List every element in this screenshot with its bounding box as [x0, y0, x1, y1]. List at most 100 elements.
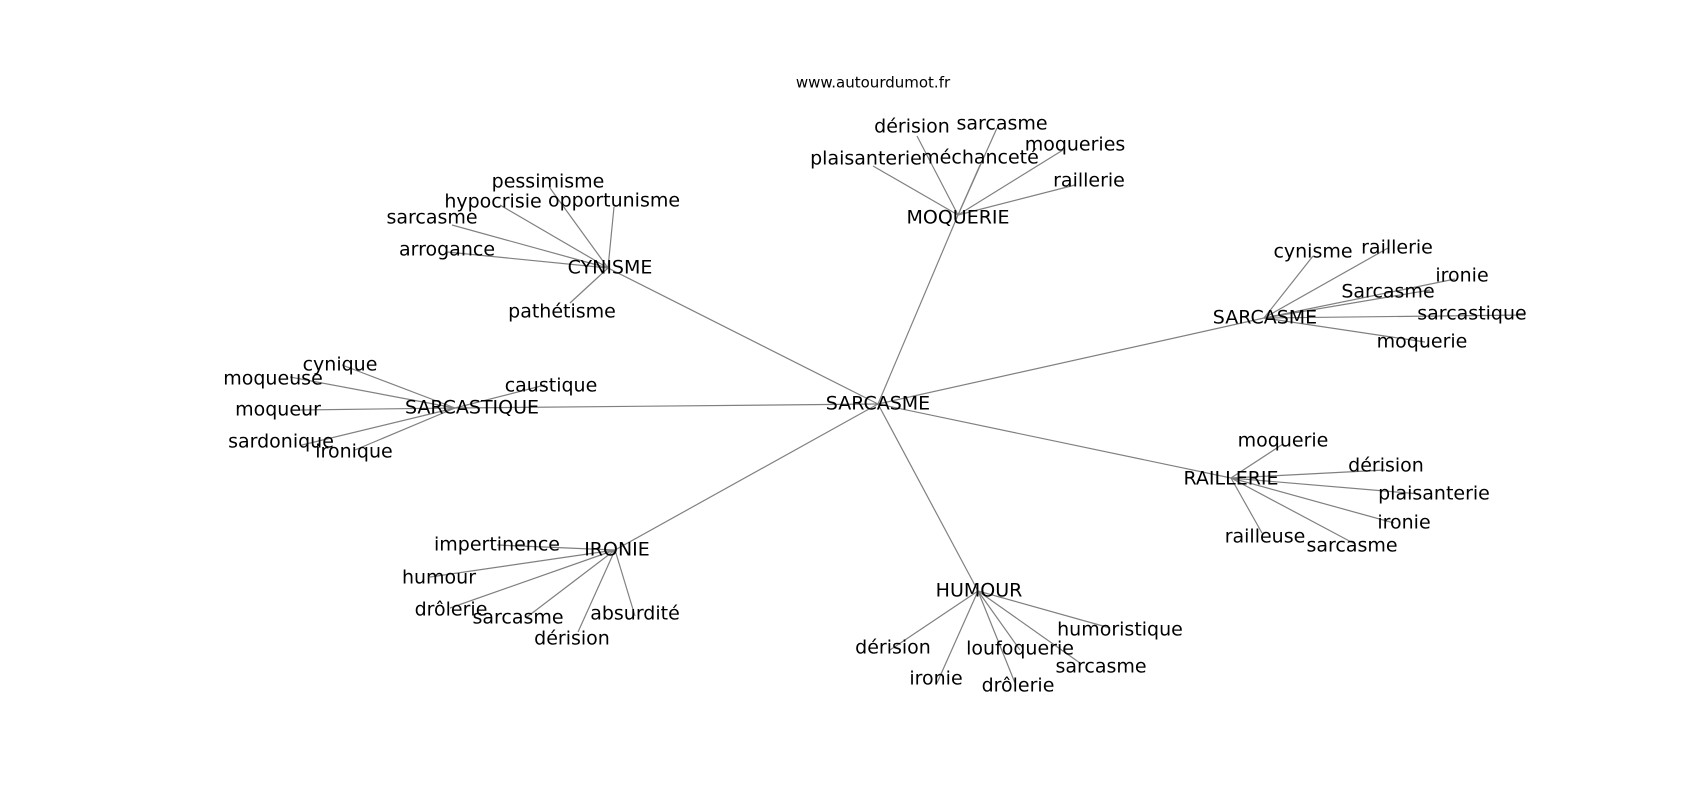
edge-raillerie-leaf [1230, 469, 1386, 479]
leaf-label: ironie [1377, 512, 1430, 534]
edge-humour-leaf [977, 590, 1021, 651]
edge-humour-leaf [977, 590, 1016, 684]
edge-moquerie-leaf [916, 135, 959, 216]
leaf-label: sarcasme [472, 607, 563, 629]
leaf-label: ironie [909, 668, 962, 690]
hub-label-cynisme: CYNISME [568, 257, 653, 279]
edge-humour-leaf [889, 590, 979, 651]
edge-ironie-leaf [449, 549, 616, 609]
edge-sarcastique-leaf [454, 384, 546, 409]
leaf-label: moqueuse [223, 368, 323, 390]
edge-center-sarcasme [877, 317, 1265, 405]
edge-sarcastique-leaf [289, 376, 456, 409]
leaf-label: plaisanterie [810, 148, 922, 170]
leaf-label: absurdité [590, 603, 680, 625]
leaf-label: sardonique [228, 431, 334, 453]
edge-humour-leaf [936, 590, 979, 684]
leaf-label: drôlerie [982, 675, 1055, 697]
edge-moquerie-leaf [957, 184, 1076, 216]
hub-label-sarcasme: SARCASME [1213, 307, 1317, 329]
leaf-label: dérision [1348, 455, 1424, 477]
leaf-label: cynisme [1273, 241, 1352, 263]
edge-ironie-leaf [526, 549, 616, 618]
leaf-label: cynique [303, 354, 378, 376]
leaf-label: loufoquerie [966, 638, 1074, 660]
hub-label-moquerie: MOQUERIE [906, 207, 1009, 229]
leaf-label: sarcasme [956, 113, 1047, 135]
edge-center-raillerie [877, 403, 1232, 479]
edge-center-moquerie [877, 214, 959, 405]
leaf-label: raillerie [1053, 170, 1125, 192]
leaf-label: sarcastique [1417, 303, 1526, 325]
hub-label-raillerie: RAILLERIE [1183, 468, 1278, 490]
leaf-label: dérision [534, 628, 610, 650]
edge-raillerie-leaf [1230, 477, 1421, 495]
hub-label-sarcastique: SARCASTIQUE [405, 397, 539, 419]
edge-humour-leaf [977, 590, 1111, 629]
edge-ironie-leaf [614, 549, 636, 617]
edge-sarcasme-leaf [1263, 255, 1314, 319]
edge-cynisme-leaf [549, 187, 609, 269]
leaf-label: sarcasme [1055, 656, 1146, 678]
leaf-label: pessimisme [492, 171, 605, 193]
leaf-label: dérision [874, 116, 950, 138]
leaf-label: raillerie [1361, 237, 1433, 259]
edge-cynisme-leaf [569, 267, 609, 304]
hub-label-ironie: IRONIE [584, 539, 650, 561]
leaf-label: hypocrisie [444, 191, 541, 213]
center-label: SARCASME [826, 393, 930, 415]
edge-moquerie-leaf [957, 149, 1064, 216]
edge-raillerie-leaf [1230, 443, 1284, 479]
edge-cynisme-leaf [446, 251, 609, 269]
edge-humour-leaf [977, 590, 1081, 664]
source-url: www.autourdumot.fr [796, 74, 951, 92]
edge-center-humour [877, 403, 979, 592]
edge-raillerie-leaf [1230, 477, 1395, 524]
leaf-label: ironie [1435, 265, 1488, 287]
edge-cynisme-leaf [607, 206, 615, 269]
leaf-label: dérision [855, 637, 931, 659]
leaf-label: moquerie [1377, 331, 1468, 353]
edge-cynisme-leaf [499, 204, 609, 269]
leaf-label: opportunisme [548, 190, 680, 212]
edge-raillerie-leaf [1230, 477, 1356, 545]
edge-ironie-leaf [429, 549, 616, 578]
leaf-label: railleuse [1225, 526, 1306, 548]
edge-center-ironie [614, 403, 879, 551]
leaf-label: plaisanterie [1378, 483, 1490, 505]
edge-sarcastique-leaf [301, 407, 456, 446]
edge-sarcasme-leaf [1263, 289, 1431, 319]
edge-sarcastique-leaf [354, 407, 456, 451]
edge-ironie-leaf [577, 549, 616, 633]
leaf-label: impertinence [434, 534, 560, 556]
edge-center-sarcastique [454, 403, 879, 409]
edge-sarcasme-leaf [1263, 314, 1526, 319]
leaf-label: moquerie [1238, 430, 1329, 452]
edge-moquerie-leaf [957, 164, 981, 216]
edge-sarcastique-leaf [341, 364, 456, 409]
hub-label-humour: HUMOUR [936, 580, 1023, 602]
leaf-label: arrogance [399, 239, 495, 261]
leaf-label: humour [402, 567, 476, 589]
leaf-label: méchanceté [921, 147, 1039, 169]
leaf-label: moqueur [235, 399, 321, 421]
edge-sarcasme-leaf [1263, 247, 1389, 319]
edge-raillerie-leaf [1230, 477, 1263, 534]
edge-cynisme-leaf [451, 224, 609, 269]
leaf-label: Sarcasme [1341, 281, 1434, 303]
edge-moquerie-leaf [872, 165, 959, 216]
edge-sarcasme-leaf [1263, 278, 1456, 319]
leaf-label: drôlerie [415, 599, 488, 621]
leaf-label: sarcasme [386, 207, 477, 229]
leaf-label: ironique [315, 441, 392, 463]
leaf-label: pathétisme [508, 301, 616, 323]
leaf-label: sarcasme [1306, 535, 1397, 557]
edge-sarcastique-leaf [299, 407, 456, 411]
edge-center-cynisme [607, 267, 879, 405]
edge-sarcasme-leaf [1263, 317, 1426, 343]
leaf-label: moqueries [1025, 134, 1126, 156]
graph-edges [289, 127, 1526, 684]
leaf-label: caustique [505, 375, 598, 397]
leaf-label: humoristique [1057, 619, 1183, 641]
